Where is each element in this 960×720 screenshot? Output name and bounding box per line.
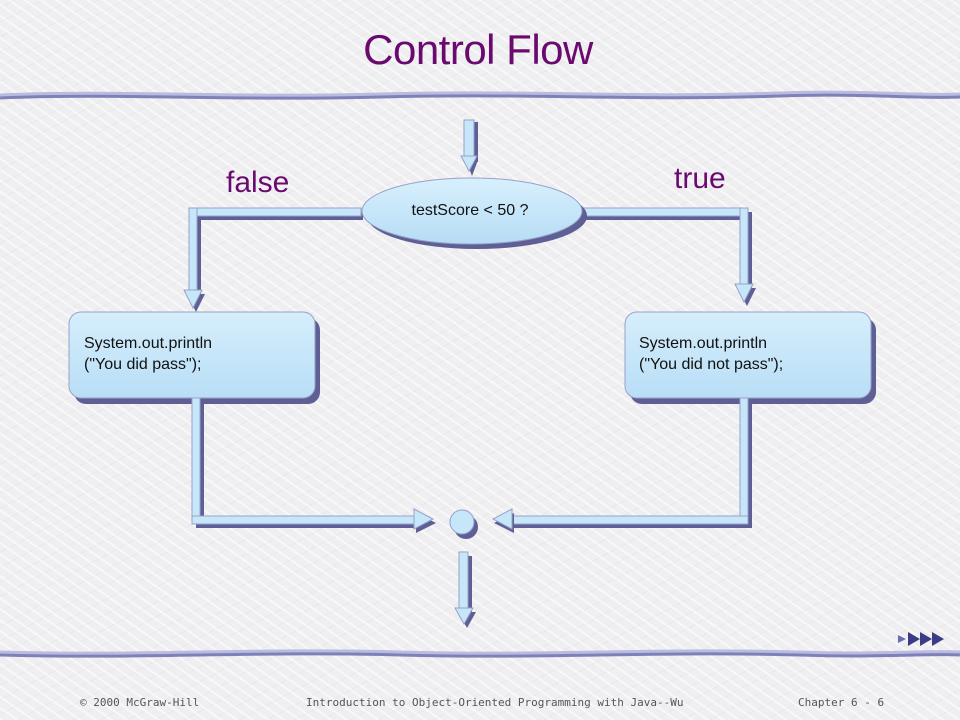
false-statement-box xyxy=(68,311,320,404)
true-statement: System.out.println ("You did not pass"); xyxy=(639,333,783,375)
bottom-divider xyxy=(0,649,960,658)
footer-page-number: Chapter 6 - 6 xyxy=(798,696,885,709)
false-statement-line-1: System.out.println xyxy=(84,335,213,352)
false-branch-connector xyxy=(183,207,363,312)
decision-node xyxy=(361,177,587,249)
fast-forward-icon[interactable] xyxy=(896,630,948,648)
exit-arrow xyxy=(454,551,476,628)
true-statement-line-1: System.out.println xyxy=(639,335,768,352)
true-branch-connector xyxy=(581,207,756,306)
true-branch-label: true xyxy=(674,162,726,195)
false-statement-line-2: ("You did pass"); xyxy=(84,356,202,373)
merge-node xyxy=(449,509,478,539)
false-merge-connector xyxy=(191,397,436,533)
slide-footer: © 2000 McGraw-Hill Introduction to Objec… xyxy=(0,696,960,716)
false-branch-label: false xyxy=(226,166,290,199)
footer-copyright: © 2000 McGraw-Hill xyxy=(80,696,200,709)
true-statement-line-2: ("You did not pass"); xyxy=(639,356,784,373)
top-divider xyxy=(0,90,960,100)
false-statement: System.out.println ("You did pass"); xyxy=(84,333,212,375)
slide-title: Control Flow xyxy=(363,26,593,73)
decision-condition: testScore < 50 ? xyxy=(411,202,529,219)
entry-arrow xyxy=(460,119,478,176)
footer-course-title: Introduction to Object-Oriented Programm… xyxy=(306,696,684,709)
true-merge-connector xyxy=(491,397,752,533)
